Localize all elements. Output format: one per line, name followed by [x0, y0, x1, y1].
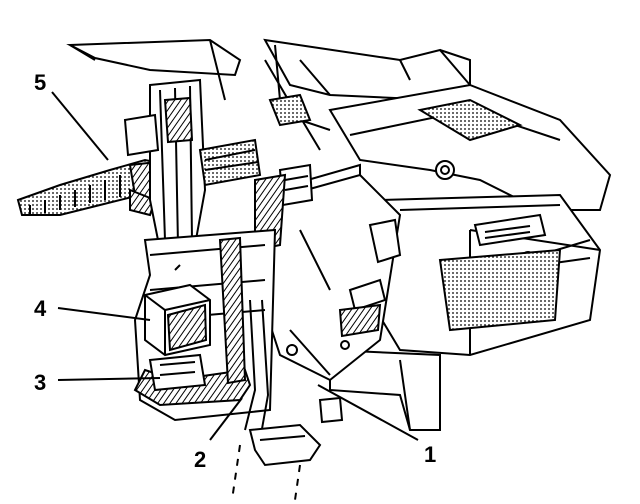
dashboard-frame [66, 38, 472, 151]
lower-wires [231, 299, 344, 501]
callout-4: 4 [34, 296, 47, 321]
leader-line-5 [51, 91, 109, 161]
leader-line-1 [317, 384, 419, 441]
callout-5: 5 [34, 70, 46, 95]
leader-line-2 [209, 397, 243, 441]
callout-3: 3 [34, 370, 46, 395]
leader-lines [51, 91, 419, 441]
callout-2: 2 [194, 447, 206, 472]
callout-1: 1 [424, 442, 436, 467]
leader-line-3 [57, 377, 161, 381]
connector-3 [148, 353, 207, 392]
hvac-housing: C [328, 83, 612, 431]
harness-bracket [123, 78, 262, 252]
relay-component [144, 283, 211, 357]
leader-line-4 [57, 307, 151, 321]
callout-labels: 5 4 3 2 1 [34, 70, 436, 472]
